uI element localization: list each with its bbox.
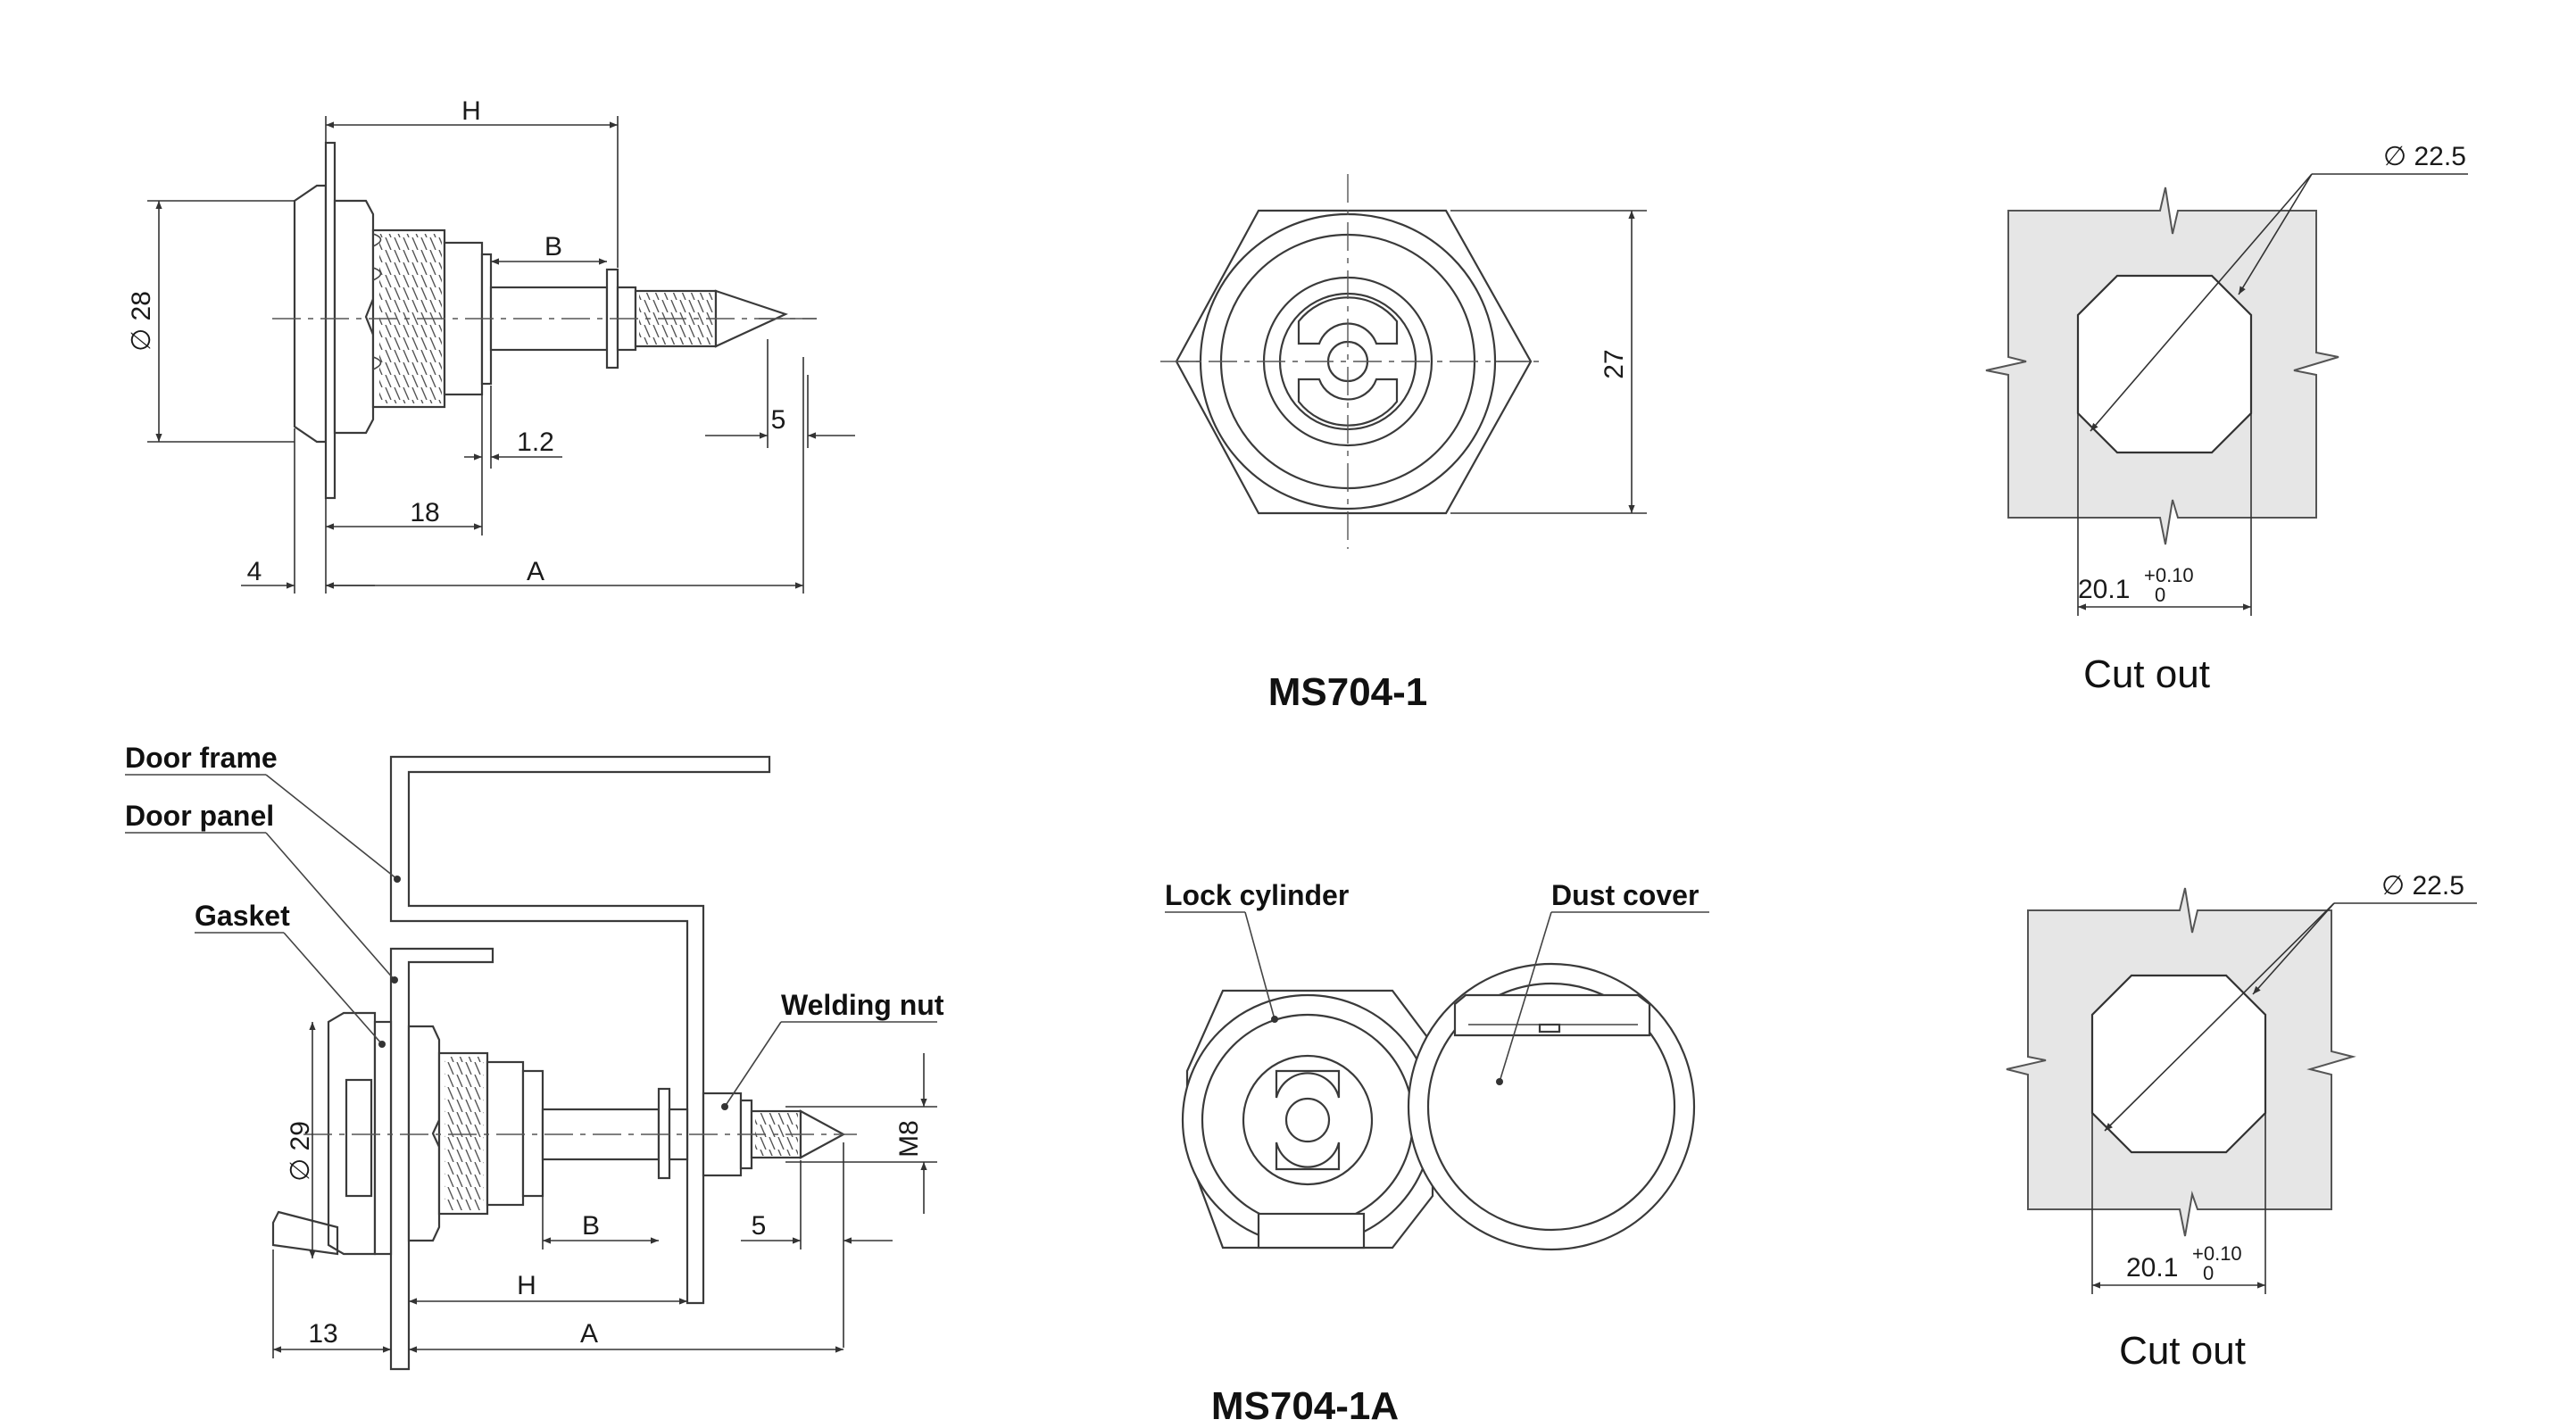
diameter-symbol: ∅: [127, 328, 156, 352]
dim-a-label: A: [527, 557, 544, 586]
svg-text:∅ 29: ∅ 29: [286, 1121, 315, 1182]
svg-text:∅ 22.5: ∅ 22.5: [2383, 142, 2466, 171]
cutout-view-1: ∅ 22.5 20.1 +0.10 0 Cut out: [1985, 142, 2468, 696]
dim-a-label-2: A: [580, 1319, 598, 1349]
diameter-symbol-3: ∅: [286, 1158, 315, 1182]
dim-dia29-label: 29: [286, 1121, 315, 1150]
dim-dia22-5-label-1: 22.5: [2414, 142, 2465, 171]
model-label-ms704-1a: MS704-1A: [1211, 1384, 1399, 1428]
label-door-panel: Door panel: [125, 800, 274, 832]
dim-b-label: B: [544, 232, 562, 262]
dim-20-1-label-1: 20.1: [2078, 575, 2130, 604]
side-view-ms704-1a: Door frame Door panel Gasket Welding nut…: [125, 742, 944, 1371]
label-gasket: Gasket: [195, 900, 290, 932]
dim-13-label: 13: [308, 1319, 337, 1349]
cutout-caption-2: Cut out: [2119, 1329, 2246, 1373]
label-door-frame: Door frame: [125, 742, 278, 774]
tol-plus-label-1: +0.10: [2144, 564, 2194, 586]
dim-18-label: 18: [410, 498, 439, 527]
cutout-caption-1: Cut out: [2083, 652, 2210, 696]
dim-b-label-2: B: [582, 1211, 600, 1241]
front-view-ms704-1a: Lock cylinder Dust cover MS704-1A: [1165, 879, 1709, 1428]
side-view-ms704-1: H B ∅ 28 5 1.2 18 4 A: [127, 96, 855, 594]
dim-4-label: 4: [247, 557, 262, 586]
cutout-view-2: ∅ 22.5 20.1 +0.10 0 Cut out: [2006, 871, 2477, 1373]
diameter-symbol-4: ∅: [2381, 871, 2405, 901]
dim-5-label-2: 5: [752, 1211, 767, 1241]
dim-5-label: 5: [771, 405, 786, 435]
dim-27-label: 27: [1600, 349, 1629, 378]
dim-h-label: H: [461, 96, 481, 126]
svg-text:∅ 28: ∅ 28: [127, 291, 156, 352]
tol-zero-label-2: 0: [2203, 1262, 2214, 1284]
front-view-ms704-1: 27 MS704-1: [1160, 174, 1647, 714]
dim-1-2-label: 1.2: [517, 428, 554, 457]
tol-zero-label-1: 0: [2155, 584, 2165, 606]
dim-20-1-label-2: 20.1: [2126, 1253, 2178, 1283]
svg-text:∅ 22.5: ∅ 22.5: [2381, 871, 2464, 901]
label-lock-cylinder: Lock cylinder: [1165, 879, 1349, 911]
diameter-symbol-2: ∅: [2383, 142, 2406, 171]
dim-m8-label: M8: [894, 1120, 924, 1158]
model-label-ms704-1: MS704-1: [1268, 670, 1428, 714]
dim-dia22-5-label-2: 22.5: [2412, 871, 2464, 901]
tol-plus-label-2: +0.10: [2192, 1242, 2242, 1265]
dim-dia28-label: 28: [127, 291, 156, 320]
label-dust-cover: Dust cover: [1551, 879, 1699, 911]
label-welding-nut: Welding nut: [781, 989, 944, 1021]
dim-h-label-2: H: [517, 1271, 536, 1300]
